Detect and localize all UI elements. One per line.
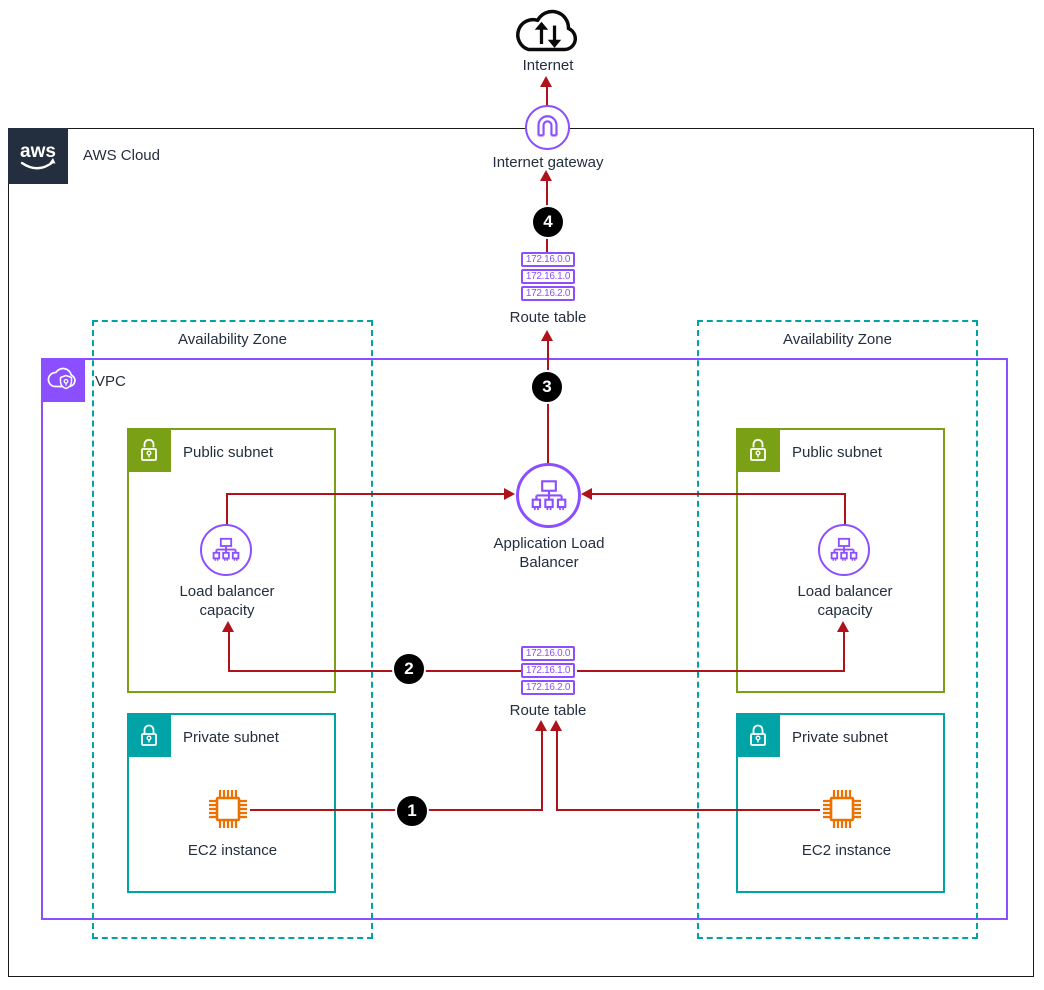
route-table-top-icon: 172.16.0.0 172.16.1.0 172.16.2.0 bbox=[521, 252, 575, 301]
connector-ec2-left-up bbox=[541, 731, 543, 811]
gateway-glyph bbox=[537, 115, 558, 137]
alb-label: Application Load Balancer bbox=[469, 534, 629, 572]
step-badge-2: 2 bbox=[392, 652, 426, 686]
public-subnet-left-label: Public subnet bbox=[183, 444, 274, 461]
private-subnet-left-box bbox=[127, 713, 336, 893]
arrowhead-up bbox=[540, 76, 552, 87]
public-subnet-right-box bbox=[736, 428, 945, 693]
aws-logo-icon: aws bbox=[20, 141, 56, 170]
arrowhead-up bbox=[837, 621, 849, 632]
route-entry: 172.16.0.0 bbox=[521, 646, 575, 661]
public-subnet-left-icon bbox=[127, 428, 171, 472]
route-entry: 172.16.2.0 bbox=[521, 680, 575, 695]
step-badge-1: 1 bbox=[395, 794, 429, 828]
route-table-top-label: Route table bbox=[509, 309, 587, 326]
ec2-left-label: EC2 instance bbox=[187, 842, 278, 859]
arrowhead-up bbox=[541, 330, 553, 341]
aws-cloud-box bbox=[8, 128, 1034, 977]
application-load-balancer-icon bbox=[516, 463, 581, 528]
private-subnet-left-label: Private subnet bbox=[183, 729, 279, 746]
availability-zone-left-box bbox=[92, 320, 373, 939]
load-balancer-glyph bbox=[830, 537, 858, 561]
load-balancer-glyph bbox=[531, 479, 566, 510]
load-balancer-glyph bbox=[212, 537, 240, 561]
private-subnet-left-icon bbox=[127, 713, 171, 757]
internet-gateway-label: Internet gateway bbox=[492, 154, 604, 171]
arrowhead-up bbox=[540, 170, 552, 181]
vpc-label: VPC bbox=[95, 373, 126, 390]
arrowhead-left bbox=[581, 488, 592, 500]
internet-label: Internet bbox=[522, 57, 574, 74]
vpc-icon bbox=[41, 358, 85, 402]
connector-ec2-right-to-routetable bbox=[558, 809, 820, 811]
public-subnet-left-box bbox=[127, 428, 336, 693]
aws-cloud-label: AWS Cloud bbox=[83, 147, 160, 164]
connector-lbc-left-to-alb bbox=[226, 493, 504, 495]
route-table-mid-label: Route table bbox=[509, 702, 587, 719]
alb-label-line1: Application Load bbox=[493, 535, 605, 552]
public-subnet-right-icon bbox=[736, 428, 780, 472]
arrowhead-up bbox=[535, 720, 547, 731]
ec2-right-icon bbox=[823, 790, 861, 828]
route-entry: 172.16.1.0 bbox=[521, 663, 575, 678]
vpc-box bbox=[41, 358, 1008, 920]
arrowhead-right bbox=[504, 488, 515, 500]
vpc-cloud-shield-glyph bbox=[47, 367, 76, 390]
internet-cloud-icon bbox=[516, 9, 578, 52]
alb-label-line2: Balancer bbox=[519, 554, 579, 571]
availability-zone-left-label: Availability Zone bbox=[178, 331, 287, 348]
route-table-mid-icon: 172.16.0.0 172.16.1.0 172.16.2.0 bbox=[521, 646, 575, 695]
arrowhead-up bbox=[222, 621, 234, 632]
lock-open-icon bbox=[750, 438, 766, 461]
lbc-left-label-line1: Load balancer bbox=[179, 583, 275, 600]
aws-logo: aws bbox=[8, 128, 68, 184]
aws-logo-text: aws bbox=[20, 141, 56, 162]
private-subnet-right-label: Private subnet bbox=[792, 729, 888, 746]
connector-routetable-to-lbc-left-up bbox=[228, 632, 230, 672]
lock-closed-icon bbox=[750, 724, 766, 746]
route-entry: 172.16.0.0 bbox=[521, 252, 575, 267]
private-subnet-right-box bbox=[736, 713, 945, 893]
availability-zone-right-box bbox=[697, 320, 978, 939]
connector-routetable-to-lbc-right-up bbox=[843, 632, 845, 672]
connector-lbc-left-up bbox=[226, 494, 228, 525]
connector-igw-to-internet bbox=[546, 86, 548, 106]
availability-zone-right-label: Availability Zone bbox=[783, 331, 892, 348]
lock-open-icon bbox=[141, 438, 157, 461]
connector-lbc-right-up bbox=[844, 494, 846, 525]
load-balancer-capacity-left-icon bbox=[200, 524, 252, 576]
ec2-right-label: EC2 instance bbox=[801, 842, 892, 859]
route-entry: 172.16.1.0 bbox=[521, 269, 575, 284]
connector-routetable-to-lbc-left bbox=[229, 670, 521, 672]
connector-routetable-to-lbc-right bbox=[577, 670, 845, 672]
step-badge-3: 3 bbox=[530, 370, 564, 404]
lbc-right-label-line2: capacity bbox=[817, 602, 873, 619]
arrowhead-up bbox=[550, 720, 562, 731]
lock-closed-icon bbox=[141, 724, 157, 746]
lbc-left-label-line2: capacity bbox=[199, 602, 255, 619]
internet-gateway-icon bbox=[525, 105, 570, 150]
connector-lbc-right-to-alb bbox=[592, 493, 846, 495]
connector-ec2-right-up bbox=[556, 731, 558, 811]
load-balancer-capacity-right-icon bbox=[818, 524, 870, 576]
lbc-right-label-line1: Load balancer bbox=[797, 583, 893, 600]
lbc-right-label: Load balancer capacity bbox=[768, 582, 922, 620]
route-entry: 172.16.2.0 bbox=[521, 286, 575, 301]
private-subnet-right-icon bbox=[736, 713, 780, 757]
step-badge-4: 4 bbox=[531, 205, 565, 239]
lbc-left-label: Load balancer capacity bbox=[150, 582, 304, 620]
ec2-left-icon bbox=[209, 790, 247, 828]
public-subnet-right-label: Public subnet bbox=[792, 444, 883, 461]
